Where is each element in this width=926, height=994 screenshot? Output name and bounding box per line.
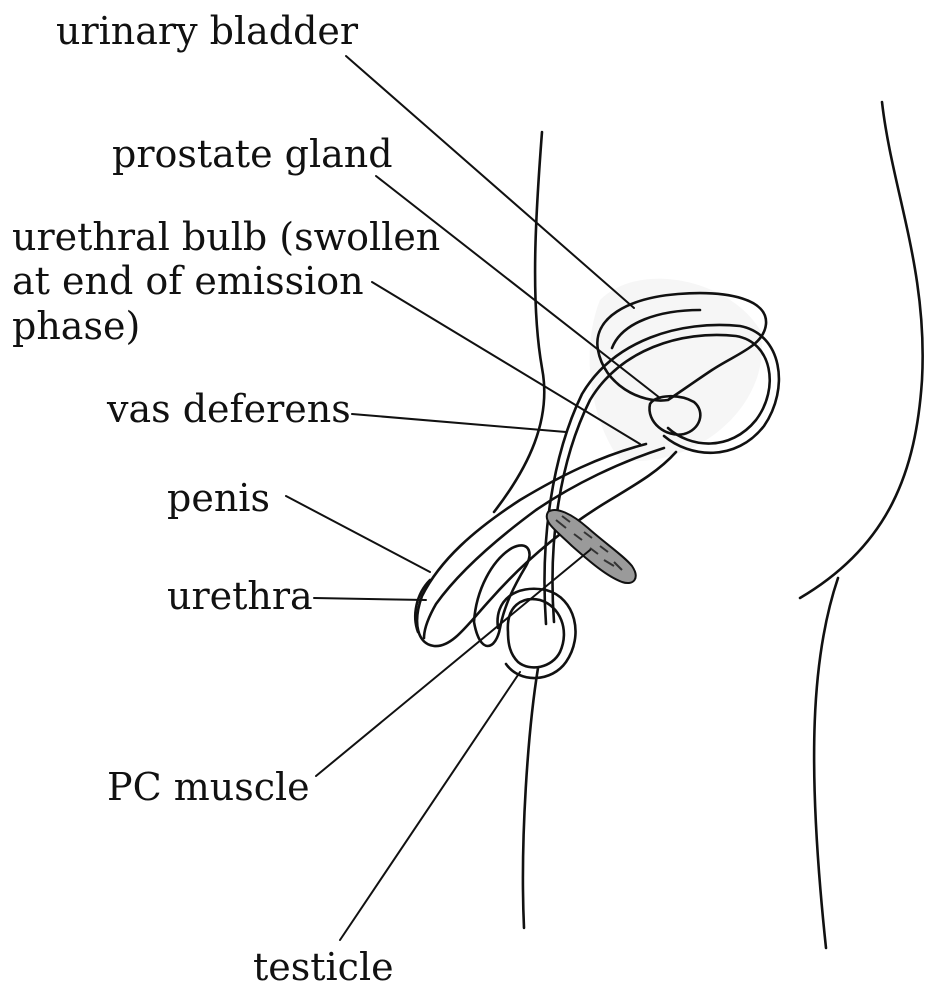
leader-prostate-gland (376, 176, 660, 398)
leader-urinary-bladder (346, 56, 634, 308)
label-urethra: urethra (167, 574, 313, 618)
label-urinary-bladder: urinary bladder (56, 9, 359, 53)
leader-vas-deferens (352, 414, 566, 432)
label-urethral-bulb-line1: urethral bulb (swollen (12, 215, 440, 259)
label-urethral-bulb-line3: phase) (12, 304, 140, 348)
abdomen-outline (494, 132, 544, 512)
buttock-outline (800, 102, 923, 598)
thigh-front-outline (523, 668, 538, 928)
thigh-back-outline (814, 578, 838, 948)
testicle-shape (508, 599, 564, 667)
scrotal-fold (474, 545, 530, 646)
label-testicle: testicle (253, 945, 394, 989)
label-urethral-bulb-line2: at end of emission (12, 259, 364, 303)
pc-muscle-shape (547, 510, 636, 583)
label-pc-muscle: PC muscle (107, 765, 310, 809)
leader-testicle (340, 672, 520, 940)
label-vas-deferens: vas deferens (106, 387, 351, 431)
leader-urethra (314, 598, 426, 600)
label-prostate-gland: prostate gland (112, 132, 393, 176)
label-penis: penis (167, 476, 270, 520)
leader-penis (286, 496, 430, 572)
